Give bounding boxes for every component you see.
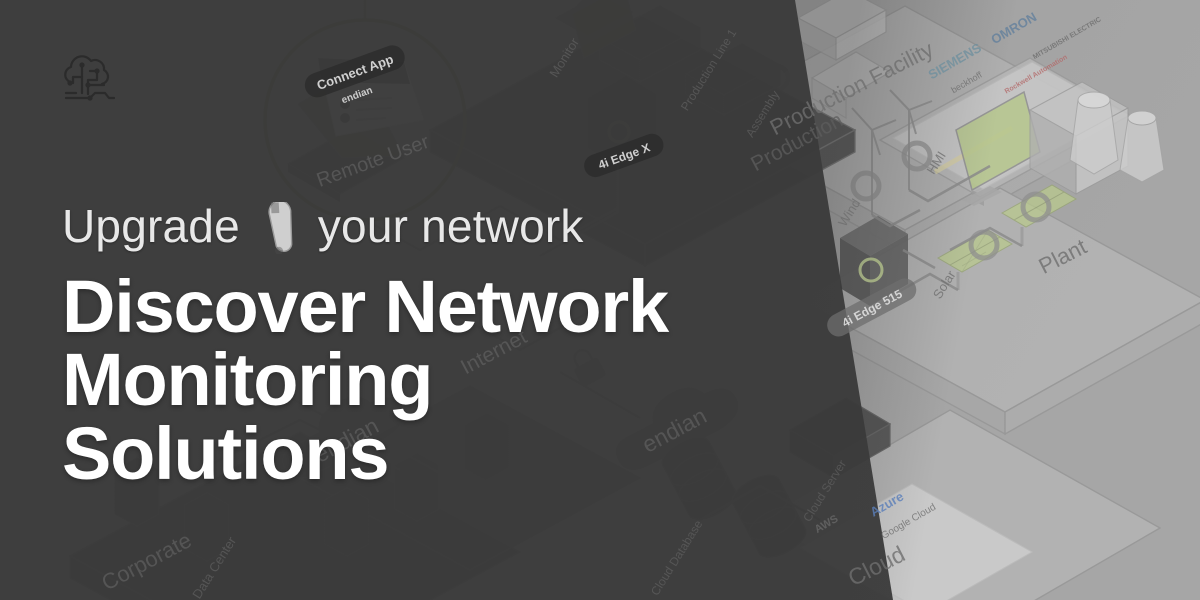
svg-text:MITSUBISHI ELECTRIC: MITSUBISHI ELECTRIC [1032,16,1103,61]
svg-text:Production Facility: Production Facility [766,36,938,140]
svg-text:Production Line 1: Production Line 1 [678,26,740,113]
hero-copy: Upgrade your network Discover Network Mo… [62,200,822,539]
hero-eyebrow: Upgrade your network [62,200,822,254]
svg-text:beckhoff: beckhoff [949,69,984,95]
svg-text:Data Center: Data Center [189,533,239,600]
svg-text:Wind: Wind [835,196,863,229]
svg-text:Remote User: Remote User [314,131,433,192]
wrench-icon [248,202,310,254]
svg-text:Solar: Solar [930,267,959,301]
svg-text:HMI: HMI [924,149,949,177]
svg-text:Cloud: Cloud [844,541,909,591]
svg-text:OMRON: OMRON [988,9,1039,47]
eyebrow-text-before: Upgrade [62,200,240,252]
svg-text:endian: endian [340,85,374,106]
eyebrow-text-after: your network [317,200,584,252]
headline-line-3: Solutions [62,411,389,495]
page-title: Discover Network Monitoring Solutions [62,265,822,495]
svg-text:Azure: Azure [867,489,906,520]
headline-line-1: Discover Network [62,265,669,348]
svg-text:Plant: Plant [1035,234,1091,279]
cloud-network-logo[interactable] [56,52,118,108]
headline-line-2: Monitoring [62,338,433,422]
svg-text:Monitor: Monitor [546,35,582,80]
